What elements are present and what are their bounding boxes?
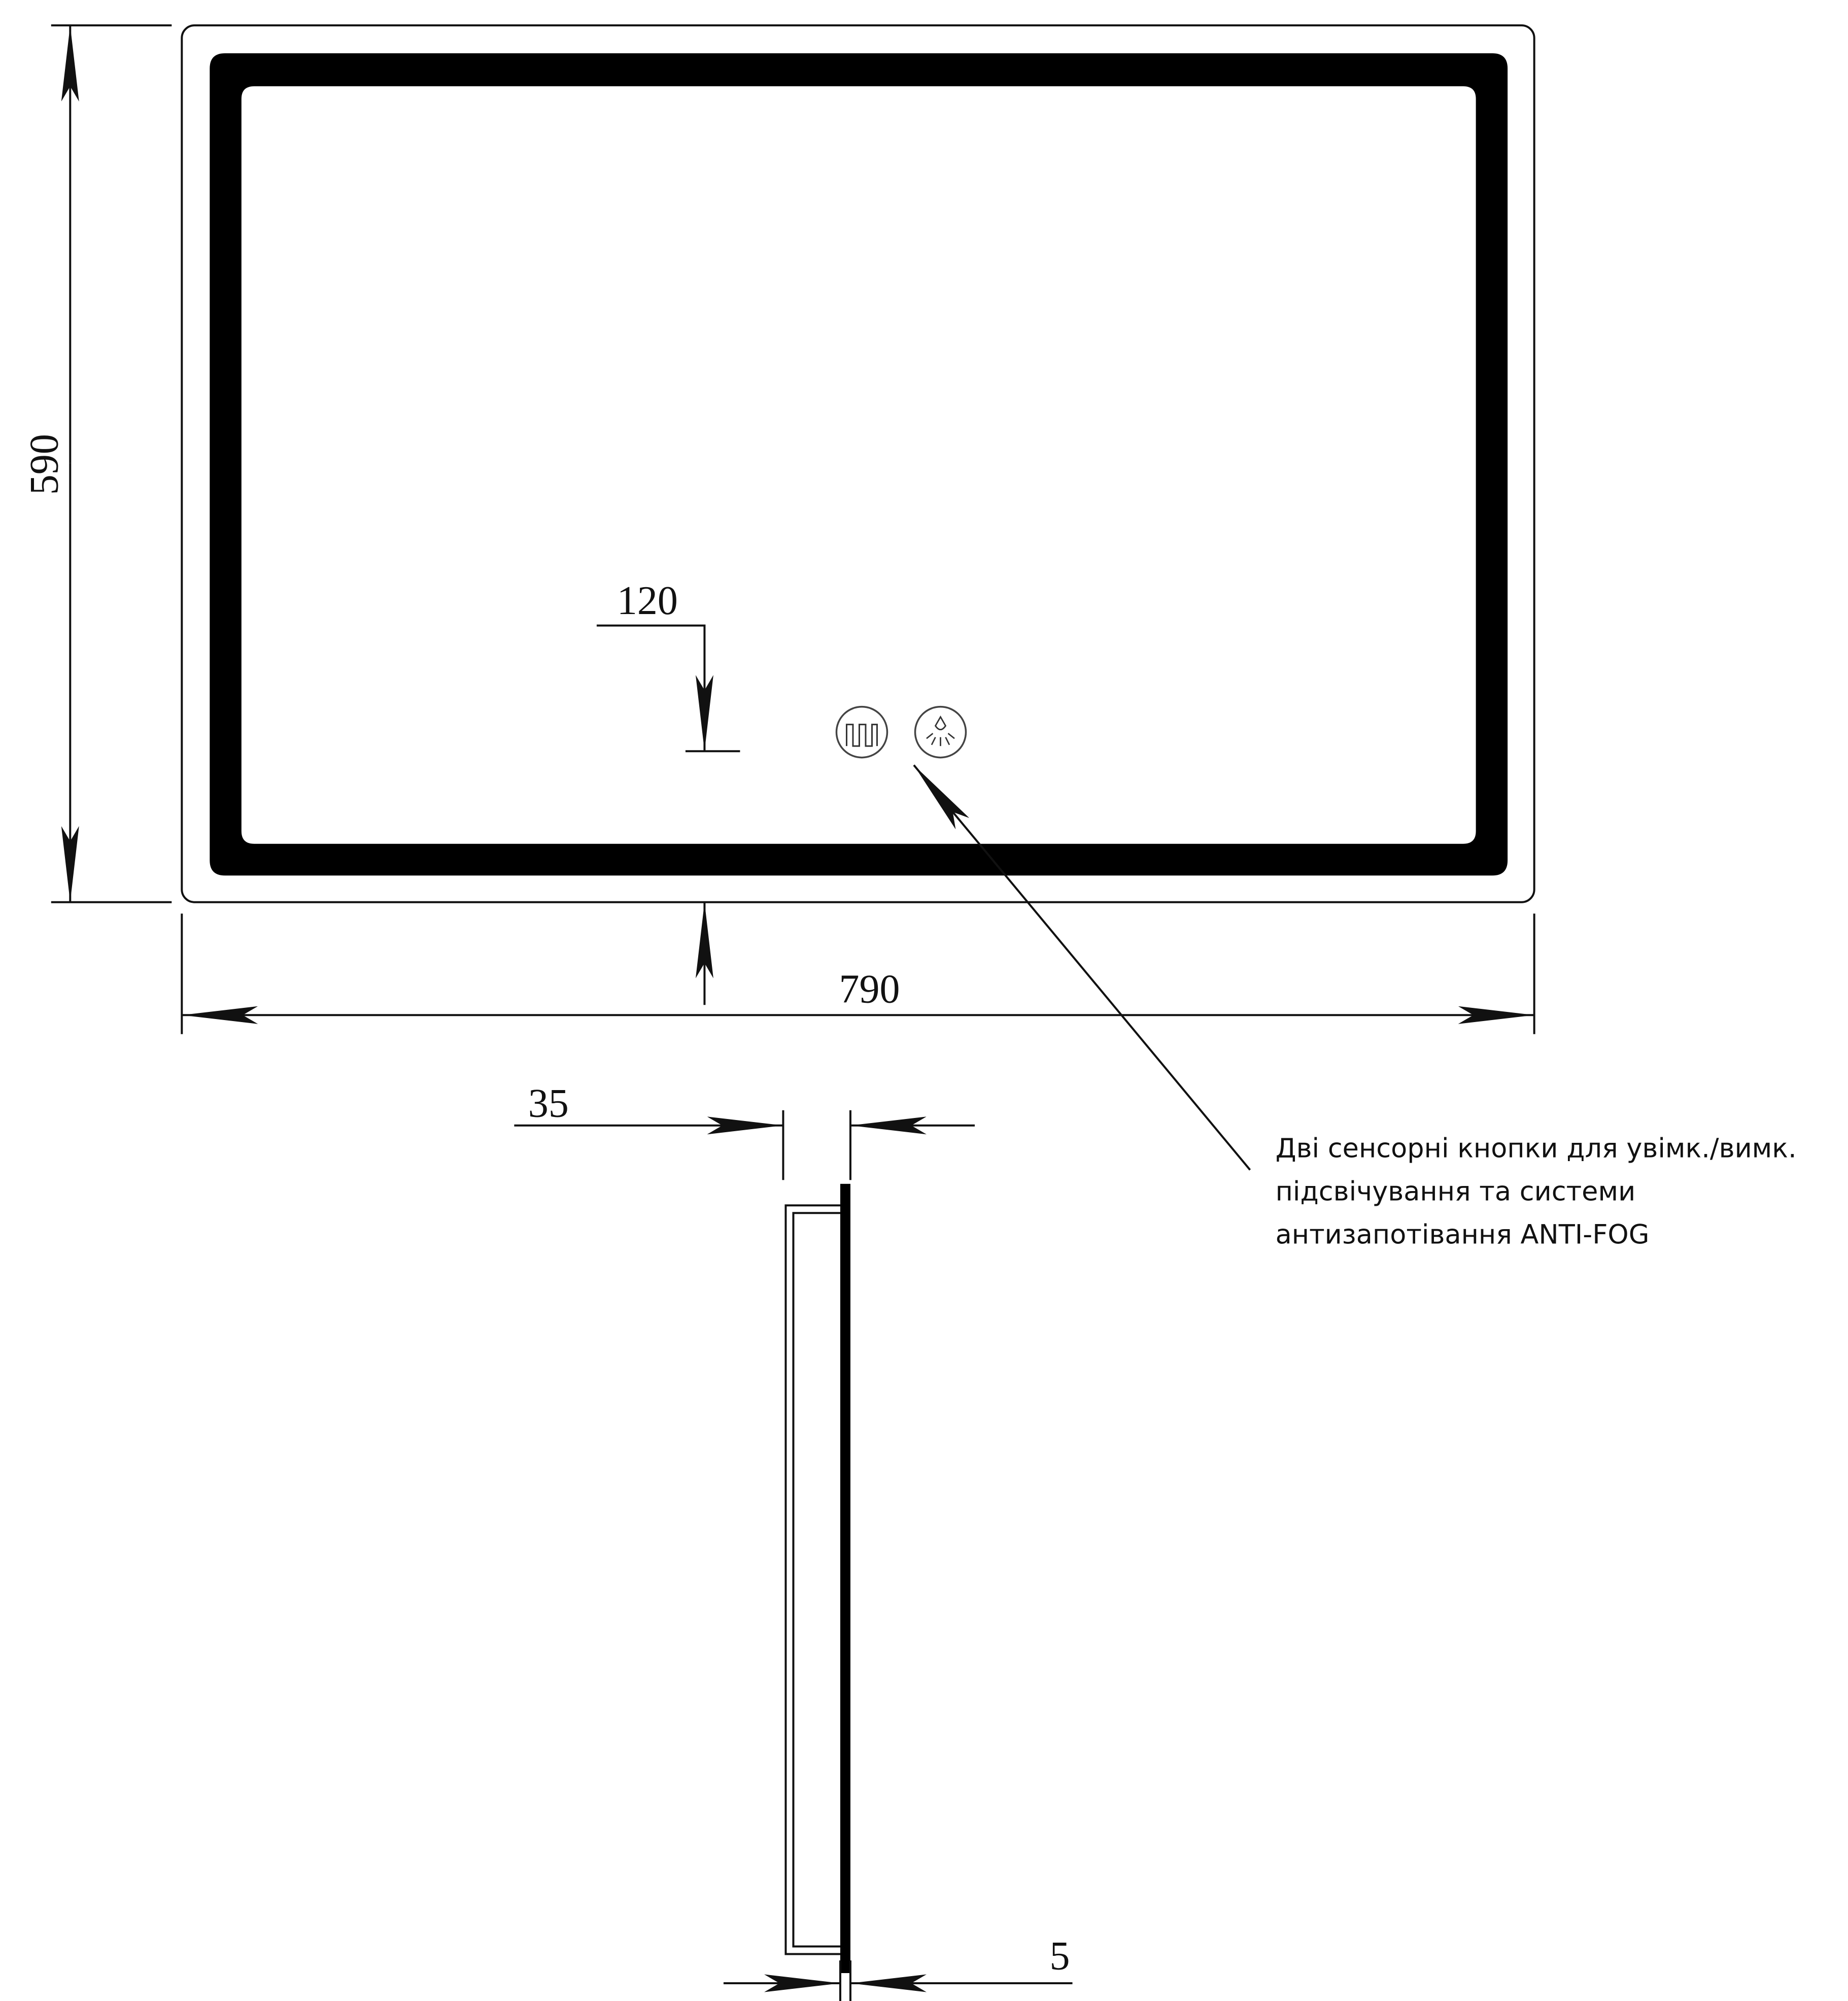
anti-fog-button[interactable] <box>835 705 888 759</box>
annotation-leader <box>913 764 1251 1171</box>
glass-dimension: 5 <box>723 1934 1073 2001</box>
glass-label: 5 <box>1050 1934 1070 1978</box>
height-label: 590 <box>22 434 66 495</box>
width-dimension: 790 <box>181 913 1535 1034</box>
anti-fog-heater-icon <box>845 724 878 747</box>
svg-text:Дві сенсорні кнопки для увімк.: Дві сенсорні кнопки для увімк./вимк. <box>1276 1133 1797 1164</box>
mirror-outline <box>181 24 1535 903</box>
mirror-front-view <box>181 24 1535 903</box>
width-label: 790 <box>839 967 900 1011</box>
light-button[interactable] <box>914 705 967 759</box>
depth-label: 35 <box>528 1081 569 1126</box>
height-dimension: 590 <box>22 24 172 903</box>
button-offset-label: 120 <box>617 579 678 623</box>
button-offset-dimension: 120 <box>596 579 740 1005</box>
annotation-text: Дві сенсорні кнопки для увімк./вимк. під… <box>1276 1133 1797 1250</box>
mirror-side-view <box>784 1183 850 1973</box>
svg-text:антизапотівання ANTI-FOG: антизапотівання ANTI-FOG <box>1276 1219 1650 1250</box>
light-icon <box>926 715 955 747</box>
depth-dimension: 35 <box>514 1081 975 1180</box>
svg-text:підсвічування та системи: підсвічування та системи <box>1276 1176 1636 1207</box>
